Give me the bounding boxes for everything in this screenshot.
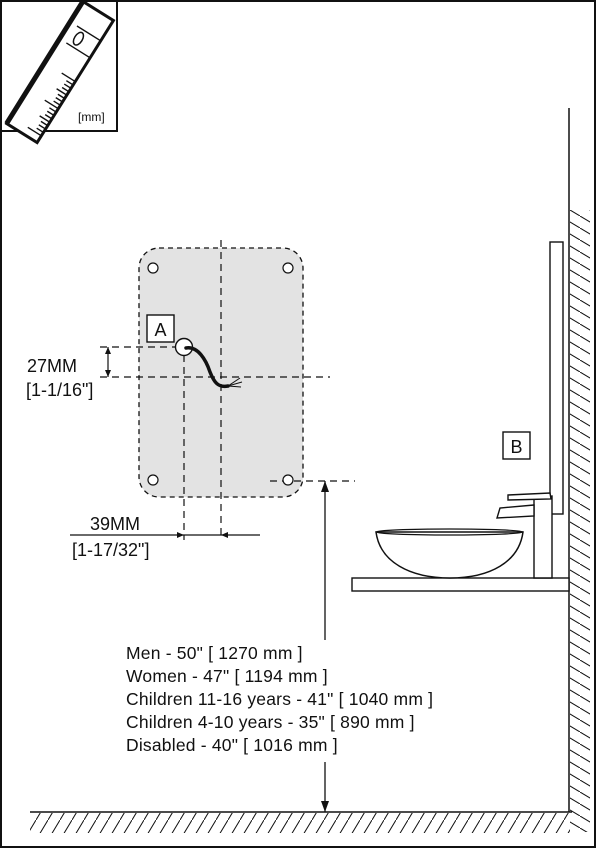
label-b: B	[510, 437, 522, 457]
height-row: Disabled - 40" [ 1016 mm ]	[126, 735, 338, 755]
label-a-marker: A	[146, 314, 175, 343]
horizontal-offset-imperial: [1-17/32"]	[72, 540, 149, 560]
wall	[568, 108, 590, 832]
faucet	[496, 492, 553, 579]
unit-label: [mm]	[78, 110, 105, 124]
vertical-offset-dimension: 27MM [1-1/16"]	[26, 347, 111, 400]
vertical-offset-imperial: [1-1/16"]	[26, 380, 93, 400]
height-row: Women - 47" [ 1194 mm ]	[126, 666, 328, 686]
horizontal-offset-dimension: 39MM [1-17/32"]	[70, 514, 260, 560]
height-row: Men - 50" [ 1270 mm ]	[126, 643, 303, 663]
mounting-template	[100, 240, 355, 540]
screw-hole	[282, 474, 294, 486]
screw-hole	[147, 474, 159, 486]
mirror	[549, 241, 564, 515]
height-row: Children 4-10 years - 35" [ 890 mm ]	[126, 712, 415, 732]
ruler-icon: [mm]	[0, 0, 118, 145]
floor	[30, 811, 572, 833]
power-cable	[174, 337, 243, 389]
basin	[375, 528, 524, 579]
countertop	[351, 577, 570, 592]
mounting-heights-list: Men - 50" [ 1270 mm ] Women - 47" [ 1194…	[126, 643, 433, 755]
label-a: A	[154, 320, 166, 340]
vertical-offset-metric: 27MM	[27, 356, 77, 376]
label-b-marker: B	[502, 431, 531, 460]
screw-hole	[147, 262, 159, 274]
height-dimension	[124, 481, 524, 812]
height-row: Children 11-16 years - 41" [ 1040 mm ]	[126, 689, 433, 709]
screw-hole	[282, 262, 294, 274]
horizontal-offset-metric: 39MM	[90, 514, 140, 534]
